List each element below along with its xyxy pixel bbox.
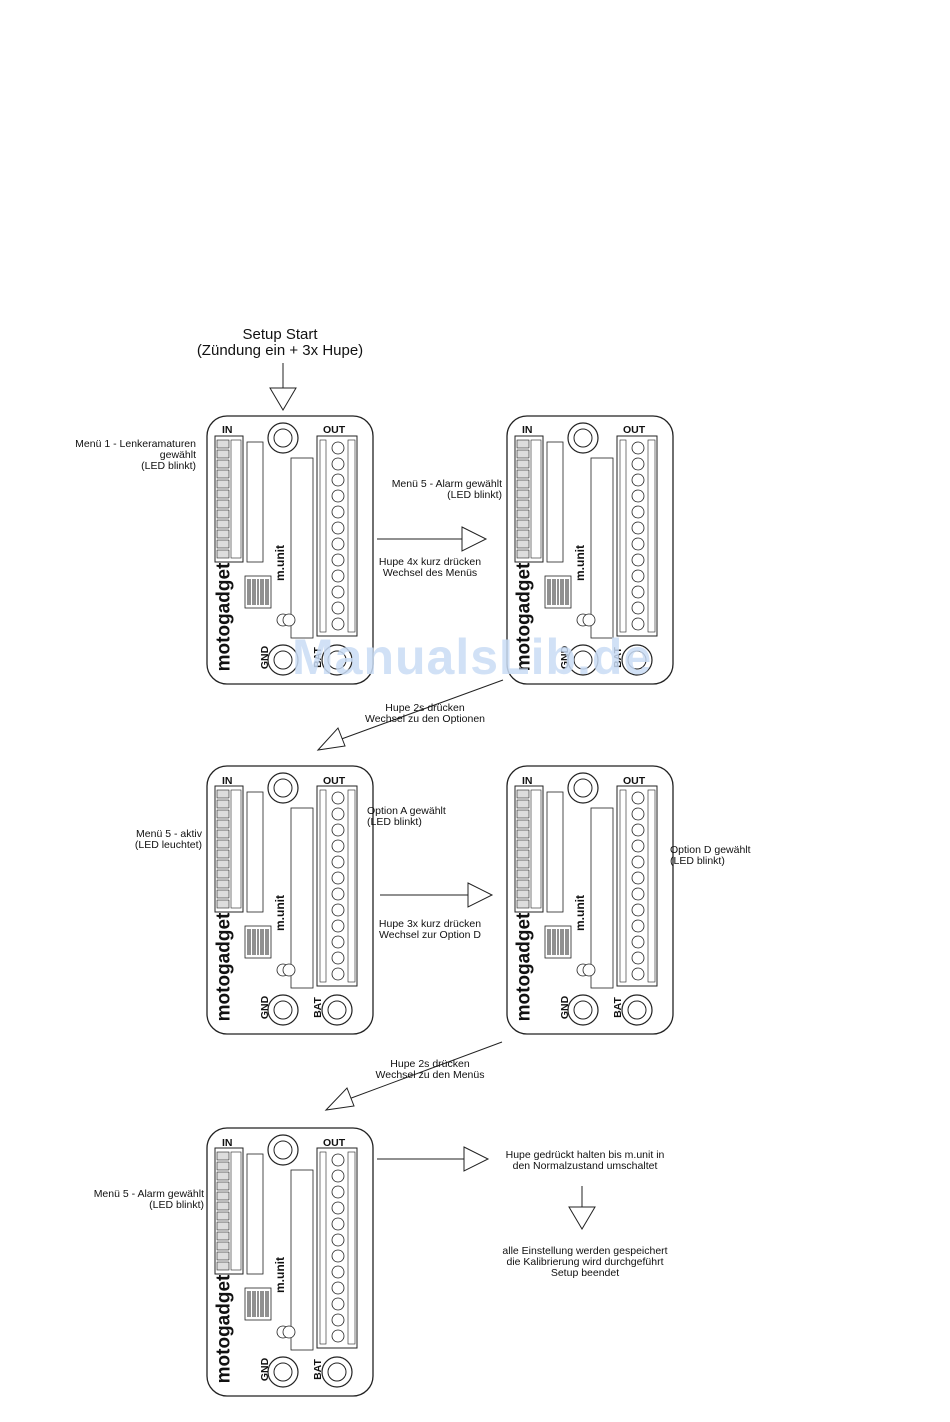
label-step-2s-options: Hupe 2s drücken Wechsel zu den Optionen — [355, 703, 495, 725]
menu5-alarm-2-line1: Menü 5 - Alarm gewählt — [93, 1188, 204, 1200]
brand-logo: motogadget — [213, 562, 235, 672]
step-2s-options-line1: Hupe 2s drücken — [385, 702, 465, 714]
option-d-line2: (LED blinkt) — [670, 855, 725, 867]
hold-horn-line2: den Normalzustand umschaltet — [512, 1160, 658, 1172]
arrow-diag-1 — [316, 679, 504, 751]
gnd-label: GND — [559, 995, 572, 1020]
arrow-right-3 — [377, 1146, 489, 1172]
in-label: IN — [522, 424, 533, 436]
label-option-d: Option D gewählt (LED blinkt) — [670, 845, 780, 867]
gnd-label: GND — [259, 995, 272, 1020]
step-2s-menus-line2: Wechsel zu den Menüs — [375, 1069, 485, 1081]
arrow-right-1 — [377, 526, 487, 552]
label-step-4x: Hupe 4x kurz drücken Wechsel des Menüs — [365, 557, 495, 579]
out-label: OUT — [623, 424, 646, 436]
gnd-label: GND — [259, 1357, 272, 1382]
setup-line2: (Zündung ein + 3x Hupe) — [196, 342, 364, 359]
menu5-alarm-2-line2: (LED blinkt) — [149, 1199, 204, 1211]
watermark: ManualsLib.de — [292, 629, 653, 685]
arrow-diag-2 — [324, 1041, 503, 1111]
label-step-3x: Hupe 3x kurz drücken Wechsel zur Option … — [365, 919, 495, 941]
step-3x-line2: Wechsel zur Option D — [379, 929, 481, 941]
out-label: OUT — [323, 424, 346, 436]
brand-logo: motogadget — [213, 912, 235, 1022]
hold-horn-line1: Hupe gedrückt halten bis m.unit in — [505, 1149, 665, 1161]
model-label: m.unit — [573, 895, 587, 931]
label-menu5-alarm-2: Menü 5 - Alarm gewählt (LED blinkt) — [60, 1189, 204, 1211]
menu1-line2: gewählt — [159, 449, 196, 461]
bat-label: BAT — [611, 997, 624, 1018]
gnd-label: GND — [259, 645, 272, 670]
label-option-a: Option A gewählt (LED blinkt) — [367, 806, 477, 828]
label-done: alle Einstellung werden gespeichert die … — [495, 1246, 675, 1279]
option-a-line1: Option A gewählt — [367, 805, 446, 817]
arrow-final-down — [568, 1186, 596, 1230]
option-d-line1: Option D gewählt — [670, 844, 751, 856]
step-3x-line1: Hupe 3x kurz drücken — [378, 918, 482, 930]
model-label: m.unit — [273, 1257, 287, 1293]
label-step-2s-menus: Hupe 2s drücken Wechsel zu den Menüs — [360, 1059, 500, 1081]
out-label: OUT — [323, 1137, 346, 1149]
label-menu5-active: Menü 5 - aktiv (LED leuchtet) — [100, 829, 202, 851]
option-a-line2: (LED blinkt) — [367, 816, 422, 828]
brand-logo: motogadget — [513, 912, 535, 1022]
label-menu1: Menü 1 - Lenkeramaturen gewählt (LED bli… — [40, 439, 196, 472]
step-4x-line2: Wechsel des Menüs — [382, 567, 478, 579]
in-label: IN — [222, 424, 233, 436]
label-hold-horn: Hupe gedrückt halten bis m.unit in den N… — [495, 1150, 675, 1172]
in-label: IN — [222, 775, 233, 787]
menu5-active-line2: (LED leuchtet) — [134, 839, 202, 851]
bat-label: BAT — [311, 997, 324, 1018]
step-4x-line1: Hupe 4x kurz drücken — [378, 556, 482, 568]
done-line1: alle Einstellung werden gespeichert — [502, 1245, 668, 1257]
in-label: IN — [222, 1137, 233, 1149]
menu5-alarm-line2: (LED blinkt) — [447, 489, 502, 501]
out-label: OUT — [623, 775, 646, 787]
arrow-setup-down — [269, 363, 297, 411]
done-line2: die Kalibrierung wird durchgeführt — [506, 1256, 664, 1268]
in-label: IN — [522, 775, 533, 787]
done-line3: Setup beendet — [550, 1267, 620, 1279]
setup-line1: Setup Start — [242, 326, 318, 343]
model-label: m.unit — [273, 895, 287, 931]
model-label: m.unit — [273, 545, 287, 581]
step-2s-menus-line1: Hupe 2s drücken — [390, 1058, 470, 1070]
bat-label: BAT — [311, 1359, 324, 1380]
brand-logo: motogadget — [213, 1274, 235, 1384]
step-2s-options-line2: Wechsel zu den Optionen — [364, 713, 486, 725]
menu1-line3: (LED blinkt) — [141, 460, 196, 472]
menu5-active-line1: Menü 5 - aktiv — [136, 828, 202, 840]
arrow-right-2 — [380, 882, 493, 908]
setup-start-title: Setup Start (Zündung ein + 3x Hupe) — [180, 327, 380, 359]
menu5-alarm-line1: Menü 5 - Alarm gewählt — [391, 478, 502, 490]
out-label: OUT — [323, 775, 346, 787]
label-menu5-alarm: Menü 5 - Alarm gewählt (LED blinkt) — [360, 479, 502, 501]
model-label: m.unit — [573, 545, 587, 581]
menu1-line1: Menü 1 - Lenkeramaturen — [75, 438, 196, 450]
